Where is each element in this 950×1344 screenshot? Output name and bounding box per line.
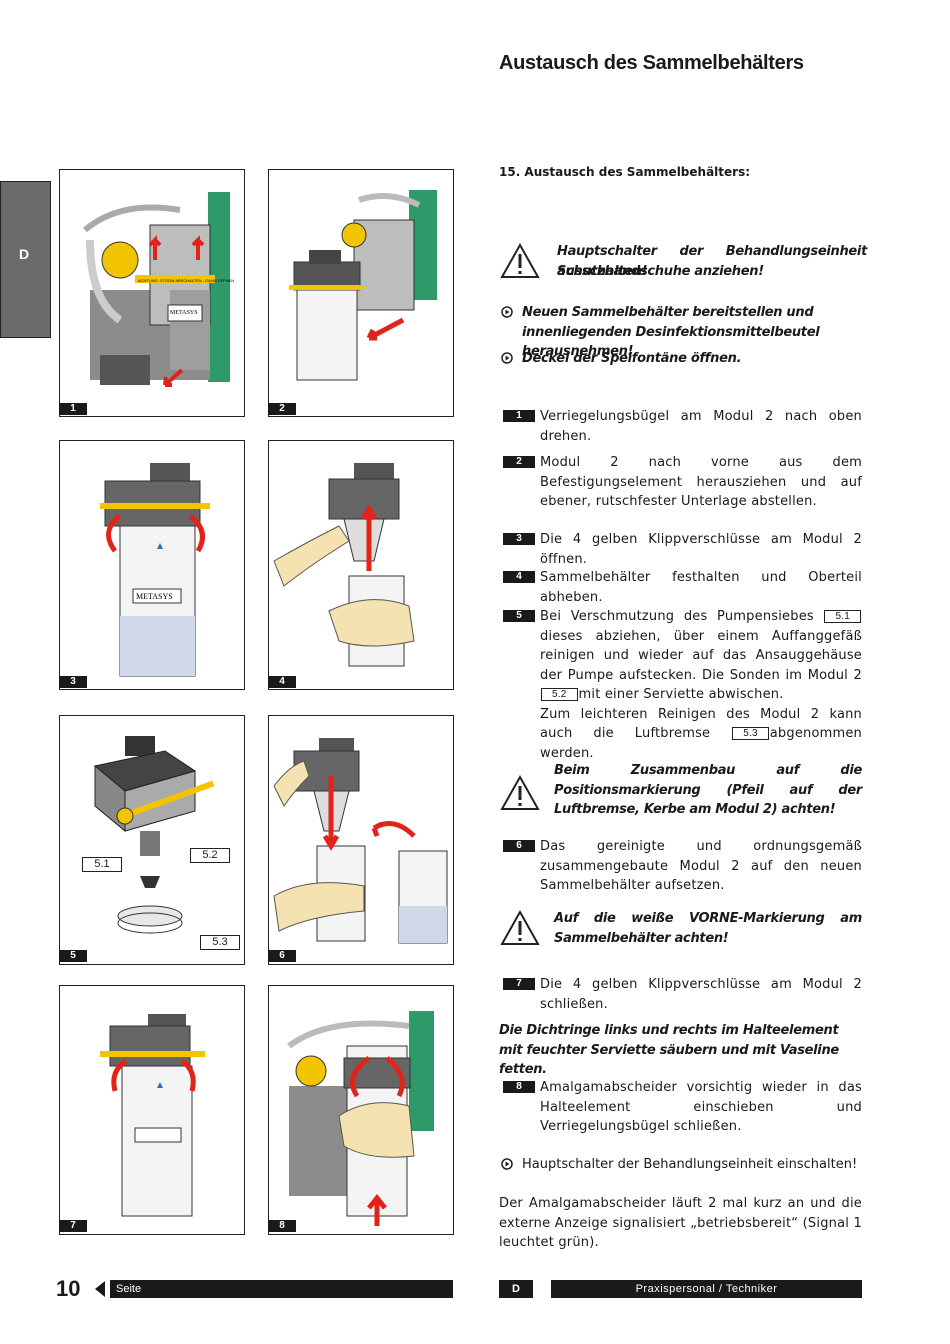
callout-5-2: 5.2: [190, 848, 230, 863]
bullet-text-2: Deckel der Speifontäne öffnen.: [522, 351, 742, 366]
triangle-left-icon: [95, 1281, 105, 1297]
figure-panel-6: [268, 715, 454, 965]
step-badge-7: 7: [503, 978, 535, 990]
bullet-text-1: Neuen Sammelbehälter bereitstellen und i…: [522, 305, 820, 359]
warning-text-2: Beim Zusammenbau auf die Positionsmarkie…: [554, 763, 862, 817]
step-text-3: Die 4 gelben Klippverschlüsse am Modul 2…: [540, 532, 862, 567]
footer-lang: D: [512, 1283, 520, 1295]
figure-label-8: 8: [268, 1220, 296, 1232]
step-5-text-a: Bei Verschmutzung des Pumpensiebes: [540, 609, 814, 624]
illustration-insert-separator: [287, 1011, 434, 1226]
step-text-4: Sammelbehälter festhalten und Oberteil a…: [540, 570, 862, 605]
warning-triangle-icon: [500, 910, 540, 945]
side-tab-label: D: [19, 246, 30, 262]
illustration-lift-top: [273, 463, 415, 667]
step-badge-6: 6: [503, 840, 535, 852]
figure-label-2: 2: [268, 403, 296, 415]
section-heading: 15. Austausch des Sammelbehälters:: [499, 165, 751, 179]
device-brand-text: METASYS: [170, 310, 198, 316]
step-5-text-b: dieses abziehen, über einem Auffanggefäß…: [540, 628, 862, 683]
figure-label-3: 3: [59, 676, 87, 688]
step-5-text-d: Zum leichteren Reinigen des Modul 2 kann…: [540, 706, 862, 742]
step-badge-3: 3: [503, 533, 535, 545]
step-text-5: Bei Verschmutzung des Pumpensiebes 5.1 di…: [540, 607, 862, 763]
device-brand-text-3: METASYS: [136, 592, 173, 601]
inline-ref-5-1: 5.1: [824, 610, 861, 623]
figure-label-6: 6: [268, 950, 296, 962]
illustration-place-module: [273, 738, 448, 944]
warning-triangle-icon: [500, 775, 540, 810]
illustration-open-clips: METASYS: [100, 463, 210, 677]
illustration-pull-module: [289, 190, 437, 381]
illustration-remove-bracket: ACHTUNG: STROM ABSCHALTEN - DANN ÖFFNEN …: [83, 192, 234, 387]
warning-sticker-text: ACHTUNG: STROM ABSCHALTEN - DANN ÖFFNEN: [138, 278, 234, 283]
figure-label-1: 1: [59, 403, 87, 415]
footer-bar-left: Seite: [110, 1280, 453, 1298]
warning-text-3: Auf die weiße VORNE-Markierung am Sammel…: [554, 911, 862, 946]
language-side-tab: D: [0, 181, 51, 338]
step-text-1: Verriegelungsbügel am Modul 2 nach oben …: [540, 409, 862, 444]
step-badge-2: 2: [503, 456, 535, 468]
figure-panel-3: METASYS: [59, 440, 245, 690]
bullet-text-3: Hauptschalter der Behandlungseinheit ein…: [522, 1157, 858, 1172]
figure-panel-4: [268, 440, 454, 690]
footer-lang-box: D: [499, 1280, 533, 1298]
figure-label-4: 4: [268, 676, 296, 688]
play-bullet-icon: [501, 306, 513, 318]
play-bullet-icon: [501, 352, 513, 364]
warning-text-1b: Schutzhandschuhe anziehen!: [557, 264, 764, 279]
step-badge-8: 8: [503, 1081, 535, 1093]
callout-5-3: 5.3: [200, 935, 240, 950]
final-text: Der Amalgamabscheider läuft 2 mal kurz a…: [499, 1196, 862, 1250]
step-text-2: Modul 2 nach vorne aus dem Befestigungse…: [540, 455, 862, 509]
step-badge-1: 1: [503, 410, 535, 422]
footer-page-label: Seite: [116, 1283, 142, 1295]
step-5-text-e: abgenommen werden.: [540, 726, 862, 761]
step-text-7: Die 4 gelben Klippverschlüsse am Modul 2…: [540, 977, 862, 1012]
callout-5-1: 5.1: [82, 857, 122, 872]
illustration-parts-exploded: [93, 736, 215, 934]
page-title: Austausch des Sammelbehälters: [499, 52, 804, 74]
inline-ref-5-2: 5.2: [541, 688, 578, 701]
warning-triangle-icon: [500, 243, 540, 278]
step-badge-5: 5: [503, 610, 535, 622]
inline-ref-5-3: 5.3: [732, 727, 769, 740]
footer-bar-right: Praxispersonal / Techniker: [551, 1280, 862, 1298]
figure-label-7: 7: [59, 1220, 87, 1232]
figure-label-5: 5: [59, 950, 87, 962]
step-text-8: Amalgamabscheider vorsichtig wieder in d…: [540, 1080, 862, 1134]
illustration-close-clips: [100, 1014, 205, 1217]
figure-panel-2: [268, 169, 454, 417]
page-number: 10: [56, 1276, 81, 1301]
step-5-text-c: mit einer Serviette abwischen.: [578, 687, 784, 702]
footer-audience: Praxispersonal / Techniker: [635, 1283, 778, 1295]
figure-panel-8: [268, 985, 454, 1235]
step-badge-4: 4: [503, 571, 535, 583]
warning-text-1a: Hauptschalter der Behandlungseinheit aus…: [557, 244, 867, 279]
figure-panel-7: [59, 985, 245, 1235]
note-seals: Die Dichtringe links und rechts im Halte…: [499, 1023, 839, 1077]
step-text-6: Das gereinigte und ordnungsgemäß zusamme…: [540, 839, 862, 893]
figure-panel-5: [59, 715, 245, 965]
figure-panel-1: ACHTUNG: STROM ABSCHALTEN - DANN ÖFFNEN …: [59, 169, 245, 417]
play-bullet-icon: [501, 1158, 513, 1170]
